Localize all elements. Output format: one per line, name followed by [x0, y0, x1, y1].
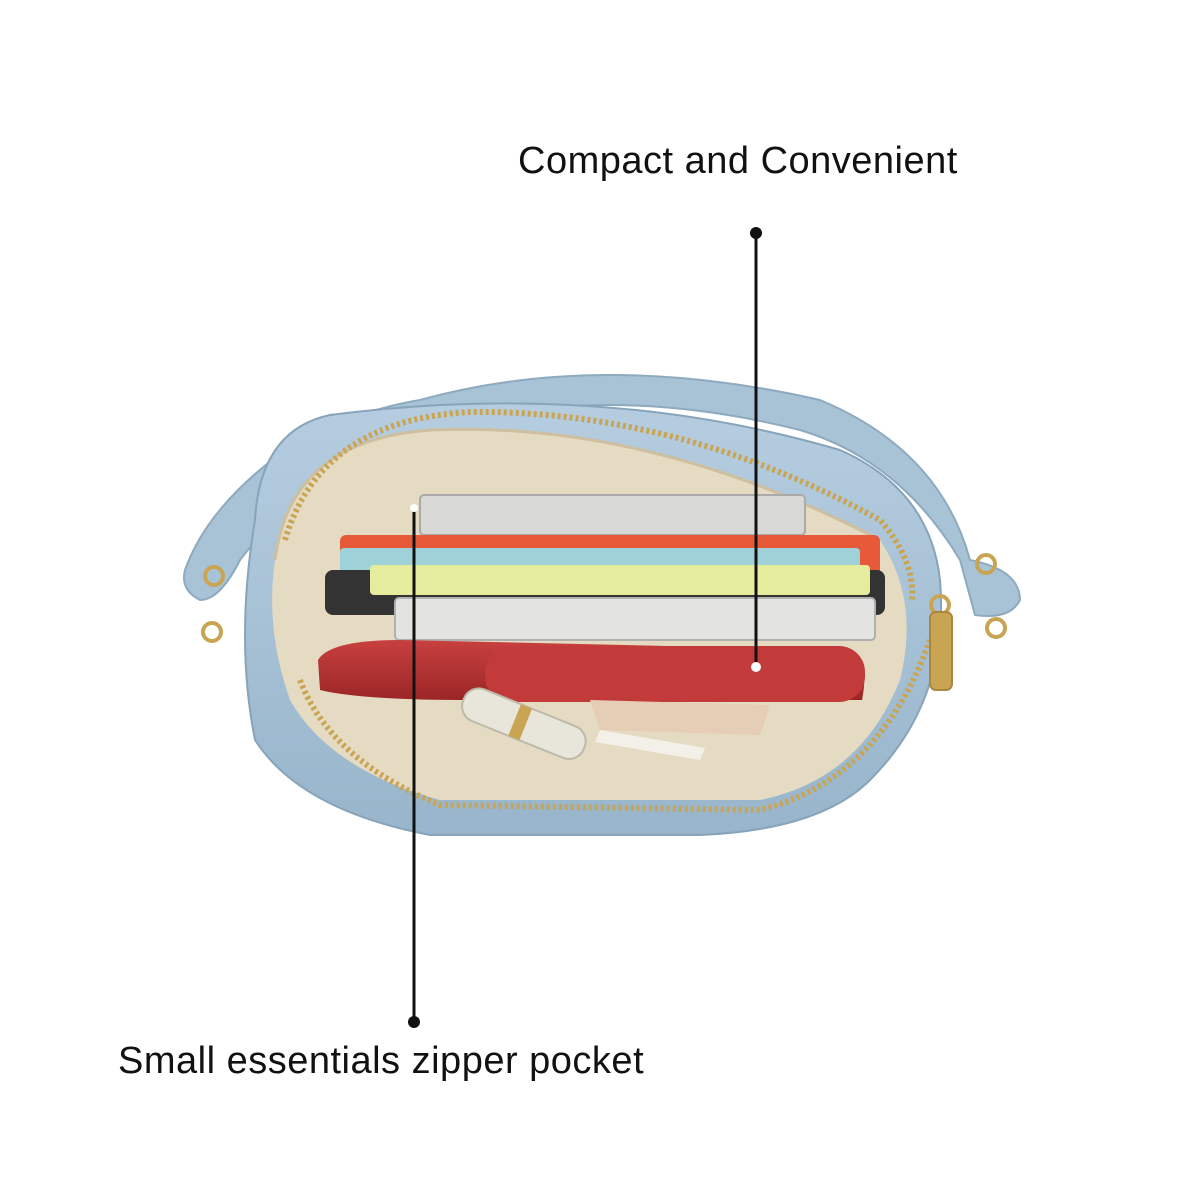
callout-line-bottom — [408, 504, 420, 1028]
callout-top-label: Compact and Convenient — [518, 140, 958, 182]
zipper-top — [282, 408, 916, 601]
callout-line-top — [750, 227, 762, 672]
callout-bottom-label: Small essentials zipper pocket — [118, 1040, 645, 1082]
zipper-pull — [929, 594, 953, 691]
bag-contents — [318, 494, 885, 761]
zipper-bottom — [297, 638, 933, 814]
